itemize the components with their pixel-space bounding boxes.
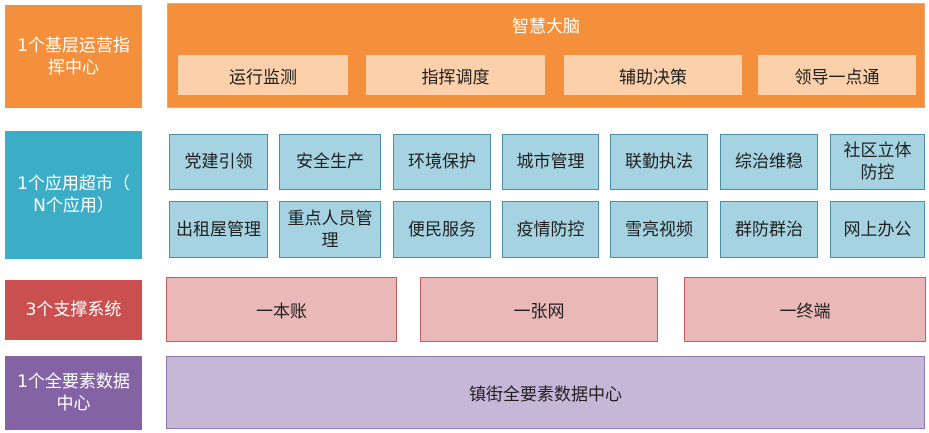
- layer-label-text: 3个支撑系统: [25, 300, 122, 320]
- app-tile[interactable]: 网上办公: [830, 201, 925, 258]
- layer-label-operations-center: 1个基层运营指挥中心: [5, 5, 142, 108]
- layer-label-text: 1个应用超市（ N个应用）: [17, 174, 130, 216]
- app-tile[interactable]: 联勤执法: [610, 134, 708, 190]
- layer-label-support-systems: 3个支撑系统: [5, 280, 142, 340]
- app-tile[interactable]: 便民服务: [393, 201, 491, 258]
- support-terminal[interactable]: 一终端: [684, 277, 926, 342]
- smart-brain-panel: 智慧大脑 运行监测 指挥调度 辅助决策 领导一点通: [167, 3, 925, 108]
- brain-button-monitoring[interactable]: 运行监测: [178, 55, 348, 95]
- app-tile[interactable]: 疫情防控: [502, 201, 599, 258]
- support-ledger[interactable]: 一本账: [166, 277, 397, 342]
- app-tile[interactable]: 安全生产: [279, 134, 381, 190]
- app-tile[interactable]: 城市管理: [502, 134, 599, 190]
- data-center-block[interactable]: 镇街全要素数据中心: [166, 356, 925, 429]
- layer-label-text: 1个全要素数据中心: [17, 372, 130, 414]
- brain-button-dispatch[interactable]: 指挥调度: [366, 55, 545, 95]
- layer-label-data-center: 1个全要素数据中心: [5, 356, 142, 430]
- app-tile[interactable]: 环境保护: [393, 134, 491, 190]
- app-tile[interactable]: 社区立体防控: [830, 134, 925, 190]
- layer-label-app-market: 1个应用超市（ N个应用）: [5, 131, 142, 259]
- app-tile[interactable]: 综治维稳: [720, 134, 818, 190]
- app-tile[interactable]: 重点人员管理: [279, 201, 381, 258]
- app-tile[interactable]: 群防群治: [720, 201, 818, 258]
- brain-button-leader[interactable]: 领导一点通: [758, 55, 916, 95]
- smart-brain-title: 智慧大脑: [512, 17, 580, 37]
- brain-button-decision[interactable]: 辅助决策: [564, 55, 742, 95]
- layer-label-text: 1个基层运营指挥中心: [17, 35, 130, 78]
- support-network[interactable]: 一张网: [420, 277, 658, 342]
- app-tile[interactable]: 出租屋管理: [169, 201, 268, 258]
- app-tile[interactable]: 党建引领: [169, 134, 268, 190]
- app-tile[interactable]: 雪亮视频: [610, 201, 708, 258]
